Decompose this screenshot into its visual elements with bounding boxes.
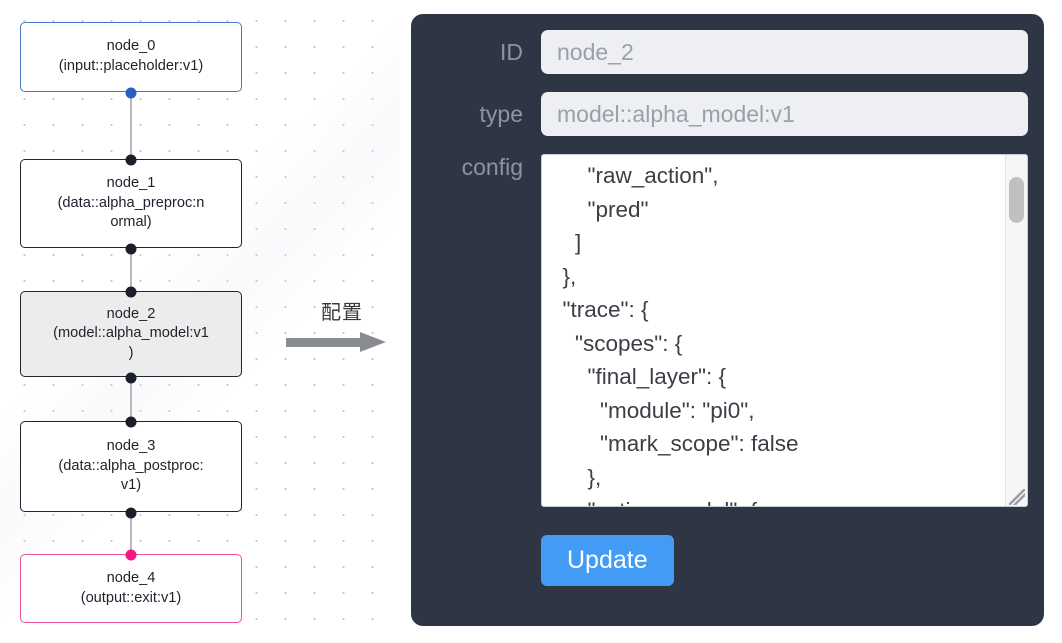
config-textarea-value[interactable]: "raw_action", "pred" ] }, "trace": { "sc… [562,163,799,506]
node-label-line: (data::alpha_postproc: [58,457,204,474]
node-label-line: ) [128,344,134,361]
node-handle-target[interactable] [125,154,137,166]
node-label-line: node_2 [106,305,156,322]
node-handle-source[interactable] [125,87,137,99]
node-label-line: (data::alpha_preproc:n [57,194,205,211]
id-input[interactable]: node_2 [541,30,1028,74]
graph-node-node_4[interactable]: node_4 (output::exit:v1) [20,549,242,623]
node-handle-source[interactable] [125,243,137,255]
edge-node1-node2 [130,248,132,292]
node-label-line: (model::alpha_model:v1 [53,325,209,342]
node-label-line: node_3 [106,438,156,455]
edge-node2-node3 [130,377,132,421]
field-row-config: config "raw_action", "pred" ] }, "trace"… [427,154,1028,507]
node-label-line: v1) [120,477,142,494]
graph-node-node_1[interactable]: node_1 (data::alpha_preproc:n ormal) [20,154,242,255]
arrow-shaft [286,338,364,347]
node-handle-target[interactable] [125,416,137,428]
graph-node-node_0[interactable]: node_0 (input::placeholder:v1) [20,22,242,99]
config-textarea[interactable]: "raw_action", "pred" ] }, "trace": { "sc… [541,154,1028,507]
field-row-id: ID node_2 [427,30,1028,74]
edge-node0-node1 [130,90,132,160]
type-field-label: type [479,100,523,127]
node-config-panel: ID node_2 type model::alpha_model:v1 con… [411,14,1044,626]
config-textarea-scrollbar[interactable] [1005,155,1027,506]
node-label-line: node_4 [106,569,156,586]
type-input[interactable]: model::alpha_model:v1 [541,92,1028,136]
node-handle-target[interactable] [125,549,137,561]
node-label-line: ormal) [110,214,152,231]
update-button[interactable]: Update [541,535,674,586]
transition-annotation: 配置 [286,296,394,352]
arrow-head [360,332,386,352]
node-handle-target[interactable] [125,286,137,298]
flow-graph-canvas[interactable]: node_0 (input::placeholder:v1) node_1 (d… [0,0,400,643]
node-handle-source[interactable] [125,372,137,384]
resize-grip-icon[interactable] [1009,489,1025,505]
node-label-line: node_1 [106,175,156,192]
scrollbar-thumb[interactable] [1009,177,1024,223]
field-row-type: type model::alpha_model:v1 [427,92,1028,136]
edge-node3-node4 [130,512,132,554]
node-handle-source[interactable] [125,507,137,519]
arrow-right-icon [286,332,394,352]
graph-node-node_2[interactable]: node_2 (model::alpha_model:v1 ) [20,286,242,384]
transition-label: 配置 [321,302,363,324]
config-field-label: config [461,154,523,180]
id-field-label: ID [500,38,523,65]
graph-node-node_3[interactable]: node_3 (data::alpha_postproc: v1) [20,416,242,519]
node-label-line: node_0 [106,38,156,55]
node-label-line: (output::exit:v1) [80,589,182,606]
node-label-line: (input::placeholder:v1) [58,58,204,74]
